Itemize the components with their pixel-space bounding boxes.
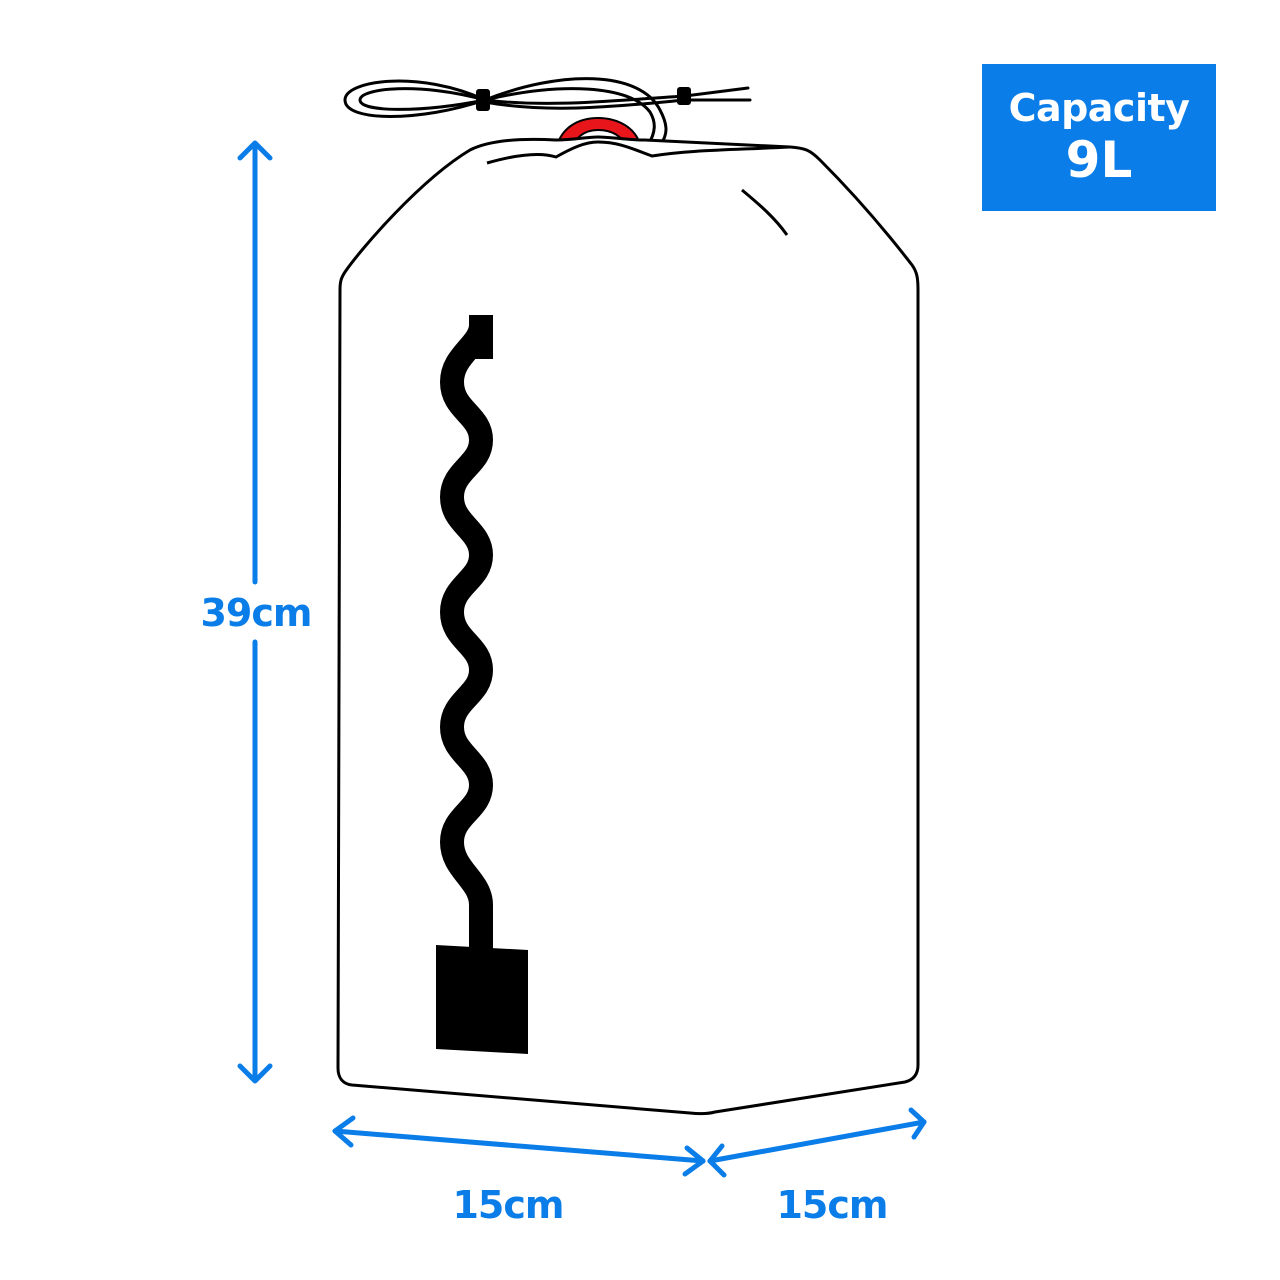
cord-lock-icon (476, 87, 691, 111)
capacity-title: Capacity (1008, 85, 1190, 130)
width-dimension-arrow (332, 1115, 706, 1177)
capacity-badge: Capacity 9L (982, 64, 1216, 211)
depth-label: 15cm (776, 1183, 887, 1227)
bag-fold (741, 188, 789, 236)
zipper-icon (436, 315, 528, 1054)
capacity-value: 9L (1065, 130, 1133, 189)
height-dimension-arrow (237, 140, 273, 1084)
depth-dimension-arrow (707, 1107, 927, 1178)
width-label: 15cm (452, 1183, 563, 1227)
bag-opening (486, 140, 791, 165)
bag-outline (336, 135, 920, 1116)
height-label: 39cm (200, 591, 311, 635)
drawcord-icon (343, 77, 752, 147)
